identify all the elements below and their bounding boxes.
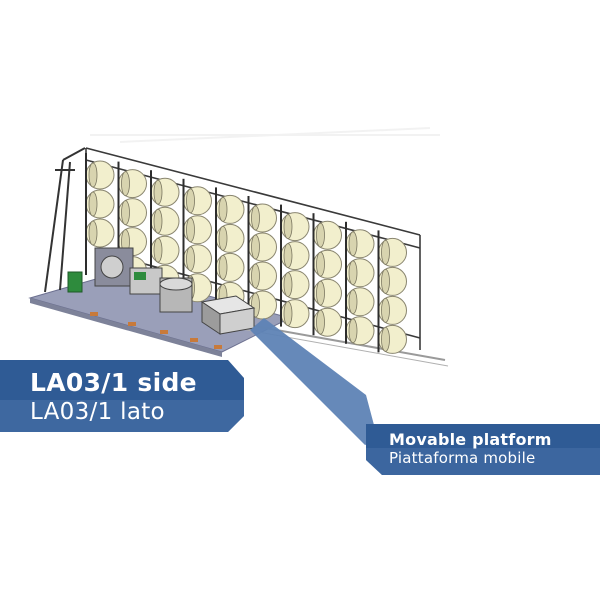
platform-label-title: Movable platform [389,430,552,449]
spool-flange [348,318,358,344]
background-watermark [90,127,440,143]
side-label-title: LA03/1 side [30,368,197,397]
spool-flange [218,225,228,251]
control-box [200,295,256,335]
green-cabinet [67,271,83,293]
platform-label: Movable platform Piattaforma mobile [373,425,600,475]
spool-flange [283,243,293,269]
spool-flange [186,246,195,272]
spool-flange [121,171,130,197]
spool-flange [381,297,390,323]
spool-flange [88,220,98,246]
platform-feet [90,312,222,349]
spool-flange [348,260,358,286]
spool-flange [251,234,260,260]
spool-flange [316,309,325,335]
spool-flange [316,222,325,248]
spool-flange [88,191,98,217]
spool-flange [316,280,325,306]
spool-flange [283,272,293,298]
spool-flange [121,200,130,226]
spool-flange [381,326,390,352]
platform-edge [30,298,222,357]
spool-flange [88,162,98,188]
spool-flange [283,214,293,240]
spool-flange [251,263,260,289]
spool-flange [381,268,390,294]
side-label: LA03/1 side LA03/1 lato [0,358,240,432]
spool-flange [153,208,163,234]
spool-flange [153,179,163,205]
spool-flange [348,289,358,315]
spool-flange [316,251,325,277]
spool-flange [283,301,293,327]
spool-flange [381,239,390,265]
spool-flange [186,188,195,214]
spool-flange [348,231,358,257]
spool-flange [186,217,195,243]
spool-flange [218,196,228,222]
spool-flange [153,237,163,263]
platform-callout-pointer [250,318,378,445]
spool-flange [251,205,260,231]
side-label-subtitle: LA03/1 lato [30,399,165,425]
winding-machine [94,247,193,313]
spool-flange [218,254,228,280]
left-mast [44,147,86,293]
platform-label-subtitle: Piattaforma mobile [389,449,536,467]
